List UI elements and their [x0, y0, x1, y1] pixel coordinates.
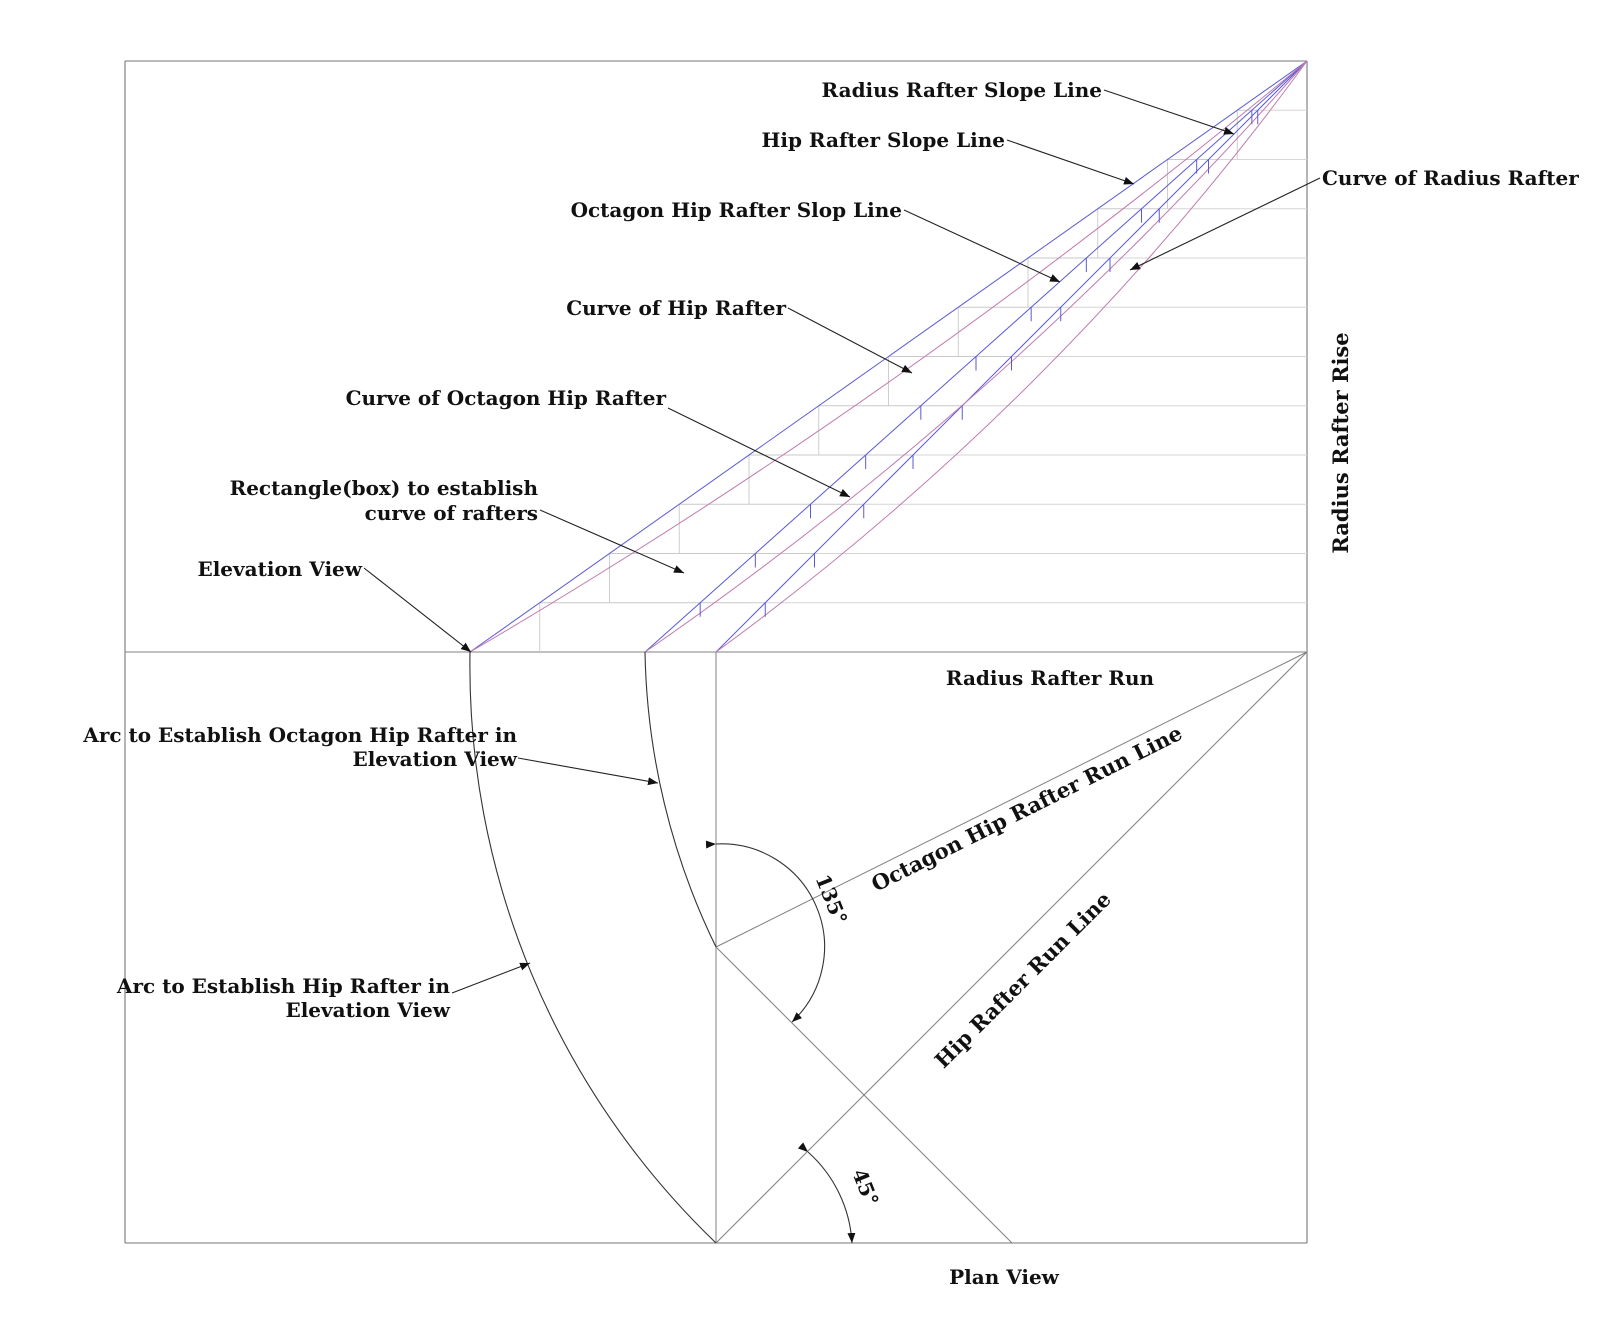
angle-45-arc — [797, 1142, 856, 1244]
leader-octagon-hip-slope — [903, 209, 1061, 283]
leader-curve-radius-rafter — [1129, 177, 1321, 271]
hip-rafter-slope-line — [469, 60, 1308, 653]
label-octagon-hip-rafter-run-line: Octagon Hip Rafter Run Line — [867, 720, 1186, 896]
label-rectangle-box-line2: curve of rafters — [365, 501, 538, 525]
rafter-curves — [469, 60, 1308, 653]
label-curve-of-octagon-hip-rafter: Curve of Octagon Hip Rafter — [346, 386, 667, 410]
label-hip-rafter-slope-line: Hip Rafter Slope Line — [761, 128, 1005, 152]
label-angle-45: 45° — [847, 1165, 883, 1209]
label-curve-of-radius-rafter: Curve of Radius Rafter — [1322, 166, 1579, 190]
leader-curve-hip-rafter — [787, 307, 913, 374]
label-radius-rafter-run: Radius Rafter Run — [946, 666, 1155, 690]
leader-arc-octagon — [517, 757, 659, 786]
slope-tick-marks — [699, 110, 1259, 617]
labels: Radius Rafter Slope Line Hip Rafter Slop… — [82, 78, 1579, 1289]
label-arc-hip-line1: Arc to Establish Hip Rafter in — [116, 974, 451, 998]
label-angle-135: 135° — [811, 871, 853, 928]
label-arc-hip-line2: Elevation View — [285, 998, 450, 1022]
arc-hip-rafter — [469, 651, 717, 1244]
label-rectangle-box-line1: Rectangle(box) to establish — [230, 476, 539, 500]
label-arc-octagon-line1: Arc to Establish Octagon Hip Rafter in — [82, 723, 517, 747]
rise-division-grid — [765, 109, 1307, 604]
curve-of-radius-rafter — [715, 60, 1308, 653]
leader-arrows — [363, 89, 1321, 994]
label-arc-octagon-line2: Elevation View — [352, 747, 517, 771]
label-elevation-view: Elevation View — [197, 557, 362, 581]
label-curve-of-hip-rafter: Curve of Hip Rafter — [566, 296, 786, 320]
plan-view-geometry — [469, 651, 1308, 1244]
arc-octagon-hip-rafter — [644, 651, 717, 948]
angle-135-arc — [705, 840, 826, 1023]
curve-of-octagon-hip-rafter — [644, 60, 1308, 653]
label-hip-rafter-run-line: Hip Rafter Run Line — [930, 887, 1116, 1073]
leader-elevation-view — [363, 567, 472, 653]
curve-of-hip-rafter — [469, 60, 1308, 653]
octagon-hip-rafter-run-line — [715, 651, 1308, 948]
leader-arc-hip — [451, 962, 531, 994]
label-octagon-hip-rafter-slop-line: Octagon Hip Rafter Slop Line — [571, 198, 902, 222]
label-radius-rafter-slope-line: Radius Rafter Slope Line — [822, 78, 1102, 102]
leader-hip-rafter-slope — [1006, 139, 1135, 185]
hip-rafter-run-line — [715, 651, 1308, 1244]
leader-curve-octagon-hip — [667, 407, 851, 498]
leader-rectangle-box — [539, 509, 685, 574]
leader-radius-rafter-slope — [1103, 89, 1235, 135]
label-radius-rafter-rise: Radius Rafter Rise — [1328, 332, 1353, 553]
curve-boxes — [539, 109, 1258, 652]
label-plan-view: Plan View — [949, 1265, 1060, 1289]
